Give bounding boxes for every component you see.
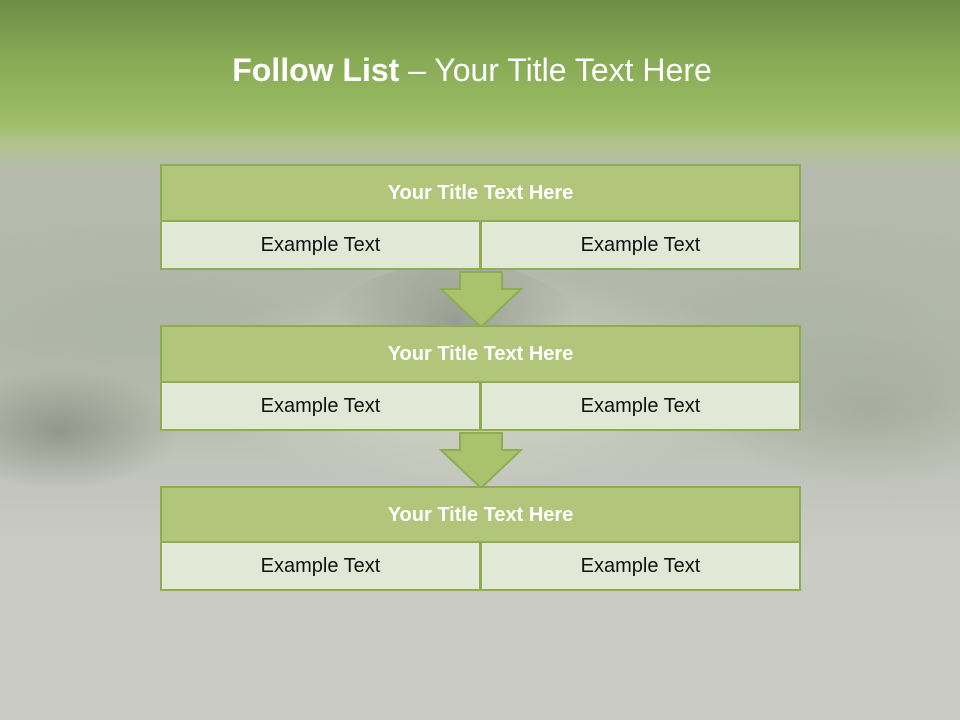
step-1-left-cell: Example Text xyxy=(160,220,481,270)
step-2-right-cell: Example Text xyxy=(480,381,801,431)
step-block-3: Your Title Text Here Example Text Exampl… xyxy=(160,486,801,592)
step-title-3: Your Title Text Here xyxy=(160,486,801,544)
step-1-right-cell: Example Text xyxy=(480,220,801,270)
step-3-right-cell: Example Text xyxy=(480,541,801,591)
slide-title-bold: Follow List xyxy=(232,52,400,88)
down-arrow-2 xyxy=(439,432,523,490)
slide-title: Follow List – Your Title Text Here xyxy=(0,52,944,89)
step-title-1: Your Title Text Here xyxy=(160,164,801,222)
step-block-1: Your Title Text Here Example Text Exampl… xyxy=(160,164,801,272)
green-header-band xyxy=(0,0,960,170)
slide-title-rest: – Your Title Text Here xyxy=(399,52,712,88)
step-title-2: Your Title Text Here xyxy=(160,325,801,383)
down-arrow-1 xyxy=(439,271,523,329)
step-block-2: Your Title Text Here Example Text Exampl… xyxy=(160,325,801,433)
step-3-left-cell: Example Text xyxy=(160,541,481,591)
step-2-left-cell: Example Text xyxy=(160,381,481,431)
